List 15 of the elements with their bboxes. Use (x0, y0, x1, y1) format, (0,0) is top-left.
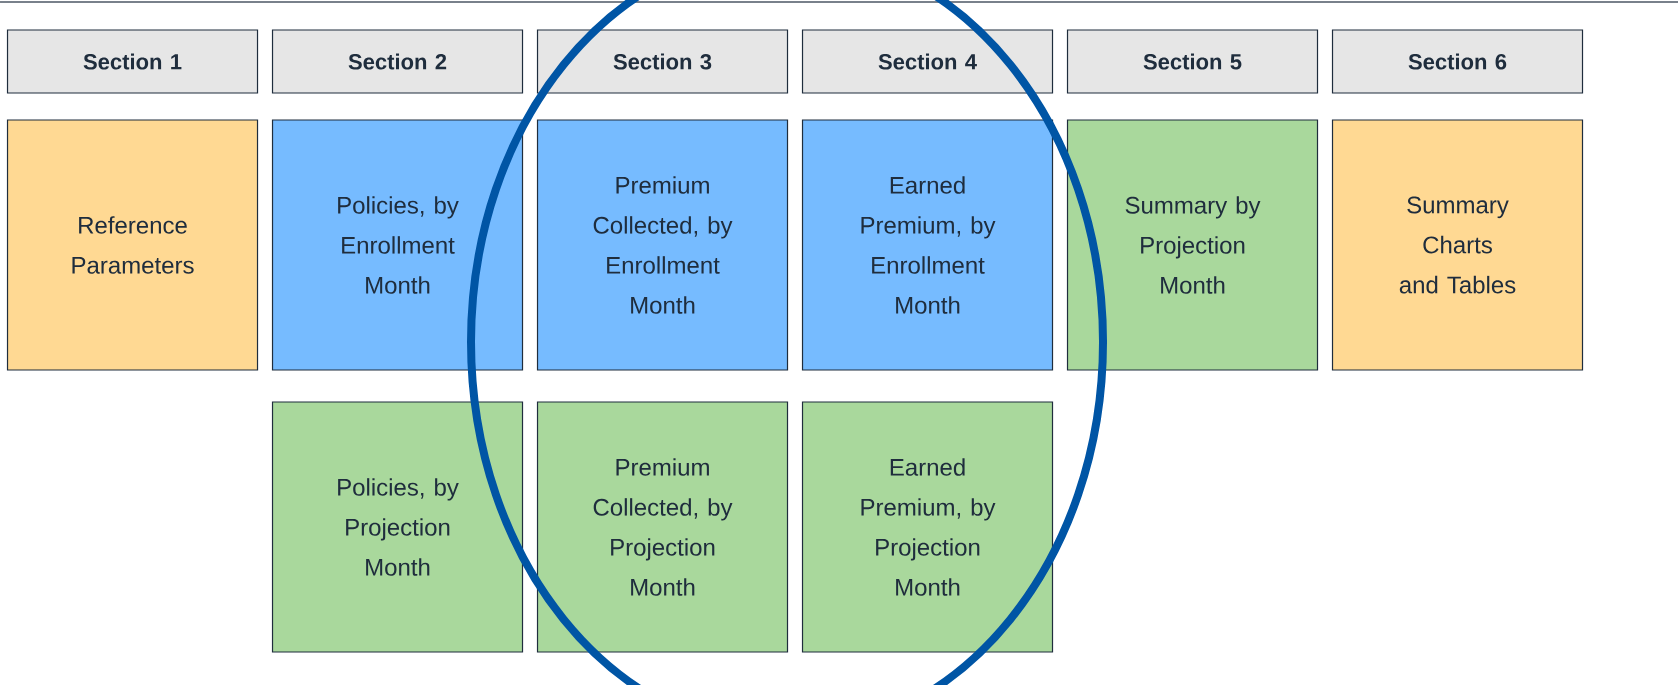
content-box: Summary Charts and Tables (1331, 119, 1584, 371)
content-box: Earned Premium, by Projection Month (801, 401, 1054, 653)
section-header: Section 6 (1331, 29, 1584, 94)
content-box: Premium Collected, by Projection Month (536, 401, 789, 653)
section-header: Section 5 (1066, 29, 1319, 94)
content-box: Policies, by Enrollment Month (271, 119, 524, 371)
section-header: Section 2 (271, 29, 524, 94)
section-header: Section 3 (536, 29, 789, 94)
content-box: Reference Parameters (6, 119, 259, 371)
section-header: Section 4 (801, 29, 1054, 94)
content-box: Summary by Projection Month (1066, 119, 1319, 371)
content-box: Earned Premium, by Enrollment Month (801, 119, 1054, 371)
section-header: Section 1 (6, 29, 259, 94)
content-box: Premium Collected, by Enrollment Month (536, 119, 789, 371)
content-box: Policies, by Projection Month (271, 401, 524, 653)
